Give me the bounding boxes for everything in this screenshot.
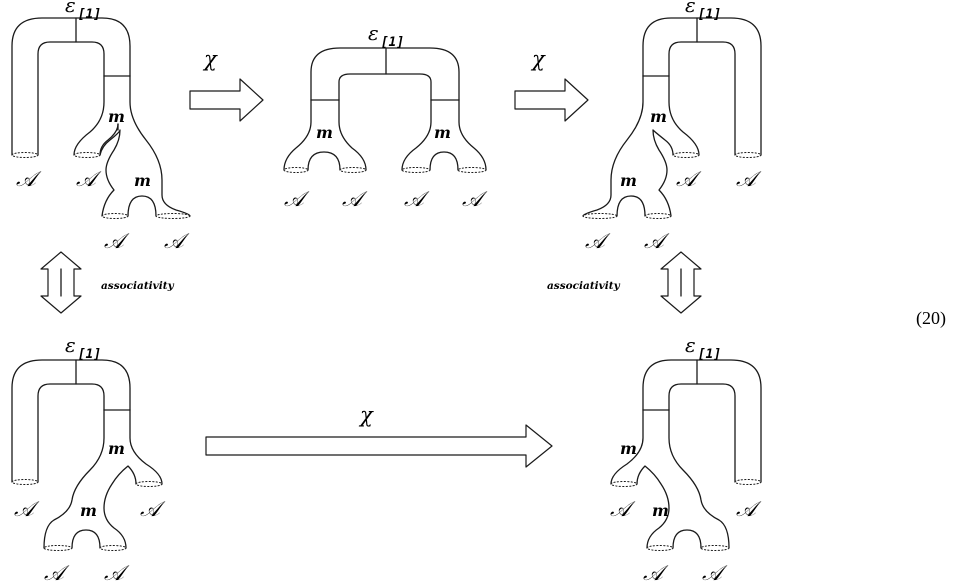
label-A-17: 𝒜 bbox=[610, 497, 636, 521]
label-A-5: 𝒜 bbox=[284, 187, 310, 211]
label-m-9: m bbox=[620, 439, 637, 458]
label-unit-5: ε[1] bbox=[685, 333, 721, 362]
cobordism-top-right bbox=[582, 17, 762, 219]
label-A-12: 𝒜 bbox=[736, 167, 762, 191]
label-A-19: 𝒜 bbox=[643, 561, 669, 585]
label-associativity-left: associativity bbox=[101, 280, 175, 292]
label-A-7: 𝒜 bbox=[404, 187, 430, 211]
label-A-18: 𝒜 bbox=[736, 497, 762, 521]
label-associativity-right: associativity bbox=[547, 280, 621, 292]
equation-number: (20) bbox=[916, 308, 946, 329]
label-unit-4: ε[1] bbox=[65, 333, 101, 362]
label-unit-1: ε[1] bbox=[65, 0, 101, 22]
label-m-3: m bbox=[316, 123, 333, 142]
label-A-11: 𝒜 bbox=[676, 167, 702, 191]
label-A-16: 𝒜 bbox=[104, 561, 130, 585]
label-A-8: 𝒜 bbox=[462, 187, 488, 211]
label-m-8: m bbox=[80, 501, 97, 520]
label-A-20: 𝒜 bbox=[702, 561, 728, 585]
label-m-6: m bbox=[620, 171, 637, 190]
label-A-6: 𝒜 bbox=[342, 187, 368, 211]
arrow-associativity-right bbox=[660, 251, 702, 314]
label-m-4: m bbox=[434, 123, 451, 142]
label-chi-1: χ bbox=[202, 47, 218, 71]
label-A-10: 𝒜 bbox=[644, 229, 670, 253]
label-A-4: 𝒜 bbox=[164, 229, 190, 253]
arrow-chi-3 bbox=[205, 424, 553, 468]
label-m-7: m bbox=[108, 439, 125, 458]
label-chi-2: χ bbox=[530, 47, 546, 71]
label-A-13: 𝒜 bbox=[14, 497, 40, 521]
label-m-1: m bbox=[108, 107, 125, 126]
label-m-5: m bbox=[650, 107, 667, 126]
label-m-2: m bbox=[134, 171, 151, 190]
arrow-chi-1 bbox=[189, 78, 264, 122]
label-A-2: 𝒜 bbox=[76, 167, 102, 191]
cobordism-bottom-left bbox=[11, 359, 163, 551]
label-A-15: 𝒜 bbox=[44, 561, 70, 585]
label-unit-3: ε[1] bbox=[685, 0, 721, 22]
cobordism-bottom-right bbox=[610, 359, 762, 551]
label-A-9: 𝒜 bbox=[585, 229, 611, 253]
label-A-3: 𝒜 bbox=[104, 229, 130, 253]
arrow-associativity-left bbox=[40, 251, 82, 314]
label-m-10: m bbox=[652, 501, 669, 520]
label-A-14: 𝒜 bbox=[140, 497, 166, 521]
cobordism-top-middle bbox=[283, 47, 487, 173]
label-chi-3: χ bbox=[358, 403, 374, 427]
arrow-chi-2 bbox=[514, 78, 589, 122]
label-unit-2: ε[1] bbox=[368, 21, 404, 50]
label-A-1: 𝒜 bbox=[16, 167, 42, 191]
cobordism-top-left bbox=[11, 17, 191, 219]
